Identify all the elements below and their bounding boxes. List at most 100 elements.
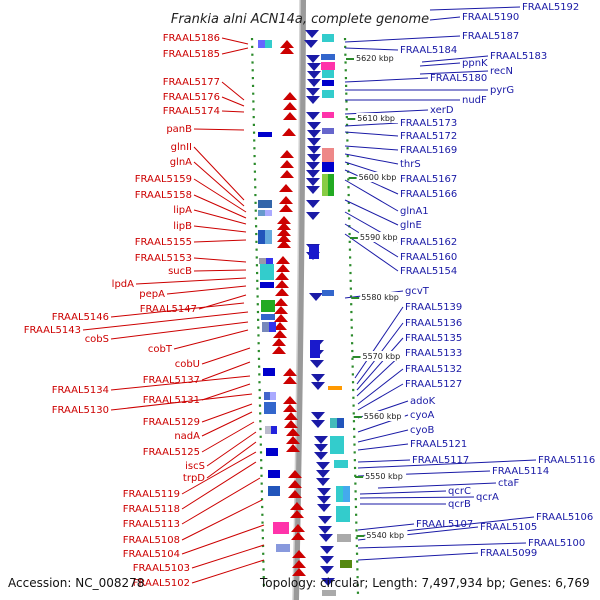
gene-label-left[interactable]: nadA <box>174 431 200 442</box>
gene-arrow-forward[interactable] <box>314 452 328 460</box>
gene-arrow-reverse[interactable] <box>277 222 291 230</box>
gene-label-left[interactable]: FRAAL5137 <box>143 375 200 386</box>
gene-label-right[interactable]: FRAAL5107 <box>416 519 473 530</box>
gene-arrow-reverse[interactable] <box>275 272 289 280</box>
gene-label-left[interactable]: glnII <box>171 142 192 153</box>
feature-box[interactable] <box>330 418 337 428</box>
gene-arrow-forward[interactable] <box>317 504 331 512</box>
gene-label-left[interactable]: FRAAL5130 <box>52 405 109 416</box>
feature-box[interactable] <box>322 590 336 596</box>
gene-label-left[interactable]: cobT <box>148 344 173 355</box>
gene-label-right[interactable]: pyrG <box>490 85 514 96</box>
gene-label-right[interactable]: ctaF <box>498 478 520 489</box>
gene-arrow-reverse[interactable] <box>275 288 289 296</box>
gene-arrow-forward[interactable] <box>306 55 320 63</box>
gene-arrow-reverse[interactable] <box>272 346 286 354</box>
feature-box[interactable] <box>258 210 265 216</box>
gene-label-right[interactable]: FRAAL5183 <box>490 51 547 62</box>
feature-box[interactable] <box>322 90 334 98</box>
gene-arrow-forward[interactable] <box>306 170 320 178</box>
gene-label-right[interactable]: cyoA <box>410 410 435 421</box>
gene-arrow-forward[interactable] <box>306 178 320 186</box>
feature-box[interactable] <box>260 282 274 288</box>
gene-arrow-reverse[interactable] <box>280 150 294 158</box>
gene-arrow-reverse[interactable] <box>286 444 300 452</box>
gene-arrow-forward[interactable] <box>321 578 335 586</box>
feature-box[interactable] <box>309 245 319 259</box>
feature-box[interactable] <box>328 174 334 196</box>
gene-arrow-reverse[interactable] <box>288 490 302 498</box>
gene-arrow-forward[interactable] <box>306 162 320 170</box>
gene-arrow-forward[interactable] <box>306 186 320 194</box>
feature-box[interactable] <box>265 40 272 48</box>
gene-label-right[interactable]: FRAAL5105 <box>480 522 537 533</box>
gene-label-right[interactable]: glnA1 <box>400 206 429 217</box>
feature-box[interactable] <box>261 300 275 312</box>
gene-label-left[interactable]: cobU <box>175 359 200 370</box>
gene-label-right[interactable]: cyoB <box>410 425 435 436</box>
gene-arrow-reverse[interactable] <box>283 396 297 404</box>
gene-arrow-forward[interactable] <box>310 360 324 368</box>
gene-arrow-reverse[interactable] <box>292 560 306 568</box>
gene-arrow-forward[interactable] <box>311 420 325 428</box>
gene-arrow-reverse[interactable] <box>272 338 286 346</box>
gene-label-right[interactable]: FRAAL5132 <box>405 364 462 375</box>
gene-arrow-reverse[interactable] <box>280 170 294 178</box>
gene-arrow-forward[interactable] <box>314 444 328 452</box>
gene-arrow-reverse[interactable] <box>280 46 294 54</box>
gene-label-right[interactable]: FRAAL5190 <box>462 12 519 23</box>
feature-box[interactable] <box>322 128 334 134</box>
gene-arrow-forward[interactable] <box>311 374 325 382</box>
feature-box[interactable] <box>266 258 273 264</box>
feature-box[interactable] <box>268 470 280 478</box>
feature-box[interactable] <box>334 460 348 468</box>
gene-label-right[interactable]: FRAAL5117 <box>412 455 469 466</box>
gene-label-left[interactable]: FRAAL5103 <box>133 563 190 574</box>
gene-arrow-forward[interactable] <box>311 382 325 390</box>
gene-label-left[interactable]: FRAAL5177 <box>163 77 220 88</box>
gene-arrow-forward[interactable] <box>318 516 332 524</box>
gene-label-right[interactable]: qcrA <box>476 492 499 503</box>
gene-label-right[interactable]: gcvT <box>405 286 430 297</box>
gene-arrow-forward[interactable] <box>309 293 323 301</box>
gene-label-right[interactable]: FRAAL5173 <box>400 118 457 129</box>
gene-label-left[interactable]: cobS <box>85 334 109 345</box>
gene-arrow-forward[interactable] <box>306 96 320 104</box>
feature-box[interactable] <box>336 486 343 502</box>
gene-label-right[interactable]: FRAAL5172 <box>400 131 457 142</box>
gene-label-right[interactable]: FRAAL5136 <box>405 318 462 329</box>
gene-label-left[interactable]: iscS <box>185 461 205 472</box>
feature-box[interactable] <box>321 54 335 60</box>
feature-box[interactable] <box>264 402 276 414</box>
gene-arrow-reverse[interactable] <box>286 428 300 436</box>
gene-label-left[interactable]: FRAAL5129 <box>143 417 200 428</box>
gene-arrow-forward[interactable] <box>307 71 321 79</box>
feature-box[interactable] <box>263 368 275 376</box>
gene-arrow-reverse[interactable] <box>290 510 304 518</box>
feature-box[interactable] <box>321 62 335 70</box>
gene-label-right[interactable]: xerD <box>430 105 454 116</box>
gene-arrow-reverse[interactable] <box>277 240 291 248</box>
feature-box[interactable] <box>265 230 272 244</box>
gene-arrow-reverse[interactable] <box>290 502 304 510</box>
gene-arrow-forward[interactable] <box>307 138 321 146</box>
gene-arrow-forward[interactable] <box>307 154 321 162</box>
feature-box[interactable] <box>328 386 342 390</box>
gene-label-left[interactable]: FRAAL5143 <box>24 325 81 336</box>
gene-label-right[interactable]: recN <box>490 66 513 77</box>
gene-label-left[interactable]: FRAAL5104 <box>123 549 180 560</box>
gene-label-right[interactable]: FRAAL5162 <box>400 237 457 248</box>
gene-arrow-reverse[interactable] <box>274 298 288 306</box>
gene-arrow-reverse[interactable] <box>282 128 296 136</box>
gene-label-left[interactable]: FRAAL5174 <box>163 106 220 117</box>
gene-label-left[interactable]: lipB <box>173 221 192 232</box>
gene-arrow-reverse[interactable] <box>276 256 290 264</box>
gene-label-right[interactable]: FRAAL5160 <box>400 252 457 263</box>
gene-arrow-forward[interactable] <box>317 488 331 496</box>
gene-label-left[interactable]: panB <box>166 124 192 135</box>
feature-box[interactable] <box>273 522 289 534</box>
gene-arrow-forward[interactable] <box>307 122 321 130</box>
feature-box[interactable] <box>270 392 276 400</box>
gene-label-right[interactable]: FRAAL5166 <box>400 189 457 200</box>
gene-label-left[interactable]: FRAAL5118 <box>123 504 180 515</box>
